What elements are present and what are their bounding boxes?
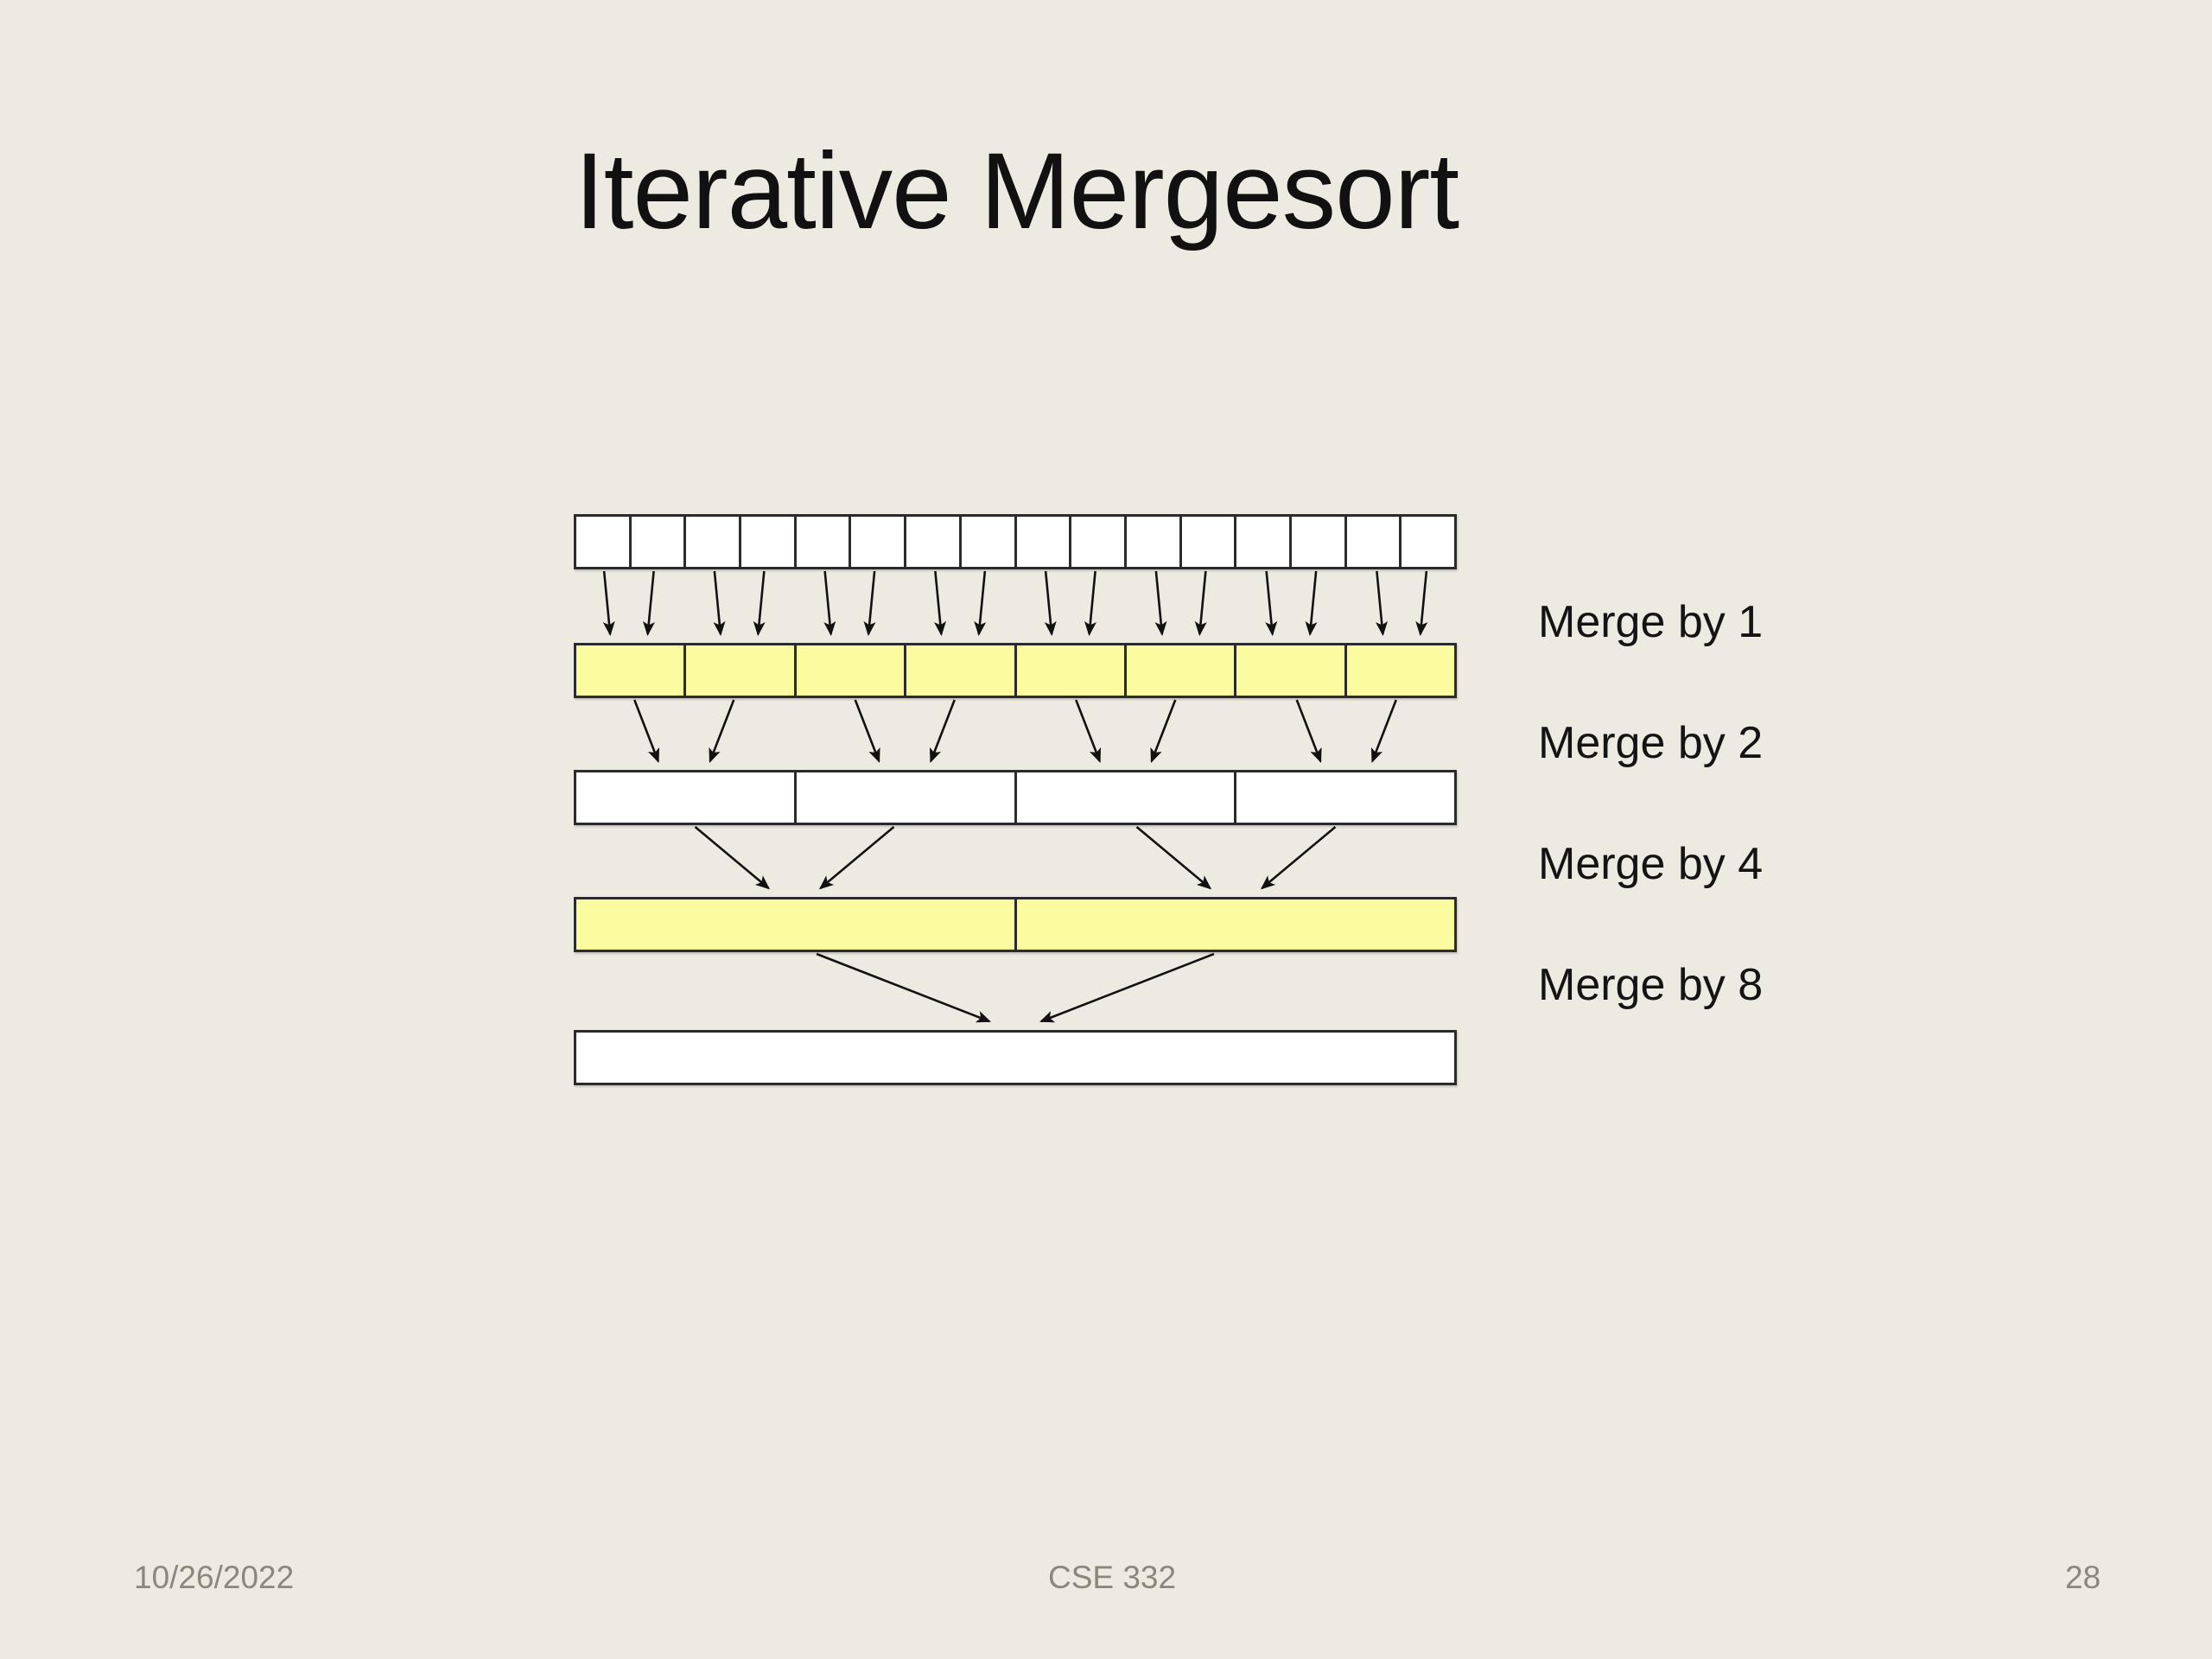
merge-arrow [713,570,726,637]
array-cell [797,645,907,696]
merge-arrow [694,826,771,890]
array-cell [797,772,1017,823]
array-cell [1292,517,1347,567]
array-cell [686,645,797,696]
array-cell [632,517,687,567]
merge-arrow [1260,826,1337,890]
merge-arrow [1370,699,1397,763]
array-cell [1017,517,1072,567]
merge-arrow [816,952,991,1023]
iterative-mergesort-diagram [574,510,1464,1097]
footer-page-number: 28 [2065,1560,2101,1595]
array-cell [1127,517,1182,567]
array-cell [851,517,907,567]
merge-arrow [854,699,880,763]
merge-arrow [1305,570,1318,637]
footer-date: 10/26/2022 [134,1560,295,1595]
array-cell [1182,517,1237,567]
array-cell [741,517,797,567]
merge-arrow [1265,570,1278,637]
merge-arrow [1039,952,1215,1023]
array-cell [1236,645,1347,696]
array-row-level-1 [574,643,1457,698]
array-cell [906,517,962,567]
array-cell [686,517,742,567]
array-cell [576,645,687,696]
merge-arrow [863,570,876,637]
merge-arrow [709,699,735,763]
merge-arrow [1075,699,1102,763]
footer-course: CSE 332 [1048,1560,1177,1595]
array-cell [1236,772,1454,823]
array-cell [797,517,852,567]
array-cell [576,899,1017,950]
array-row-level-0 [574,514,1457,569]
merge-arrow [1295,699,1322,763]
array-cell [576,517,632,567]
array-row-level-3 [574,897,1457,952]
merge-arrow [633,699,660,763]
array-cell [1127,645,1237,696]
merge-arrow [602,570,615,637]
array-cell [1071,517,1127,567]
merge-arrow [1415,570,1428,637]
merge-arrow [1154,570,1167,637]
merge-arrow [753,570,766,637]
array-row-level-4 [574,1030,1457,1085]
merge-arrow [929,699,956,763]
merge-arrow [642,570,655,637]
array-cell [1017,772,1237,823]
array-cell [906,645,1017,696]
merge-arrow [823,570,836,637]
array-cell [1017,899,1455,950]
merge-label-by-4: Merge by 4 [1538,839,1764,889]
merge-arrow [1135,826,1212,890]
array-cell [1402,517,1454,567]
merge-arrow [1084,570,1096,637]
merge-arrow [1376,570,1389,637]
page-title: Iterative Mergesort [575,131,1459,251]
merge-arrow [974,570,987,637]
merge-arrow [818,826,895,890]
array-cell [1236,517,1292,567]
merge-label-by-8: Merge by 8 [1538,960,1764,1010]
array-cell [576,772,797,823]
array-cell [1017,645,1127,696]
array-row-level-2 [574,770,1457,825]
merge-label-by-1: Merge by 1 [1538,597,1764,647]
merge-label-by-2: Merge by 2 [1538,718,1764,768]
merge-arrow [934,570,947,637]
array-cell [1347,517,1402,567]
merge-arrow [1044,570,1057,637]
array-cell [1347,645,1454,696]
array-cell [962,517,1017,567]
array-cell [576,1033,1454,1083]
merge-arrow [1194,570,1207,637]
merge-arrow [1150,699,1177,763]
